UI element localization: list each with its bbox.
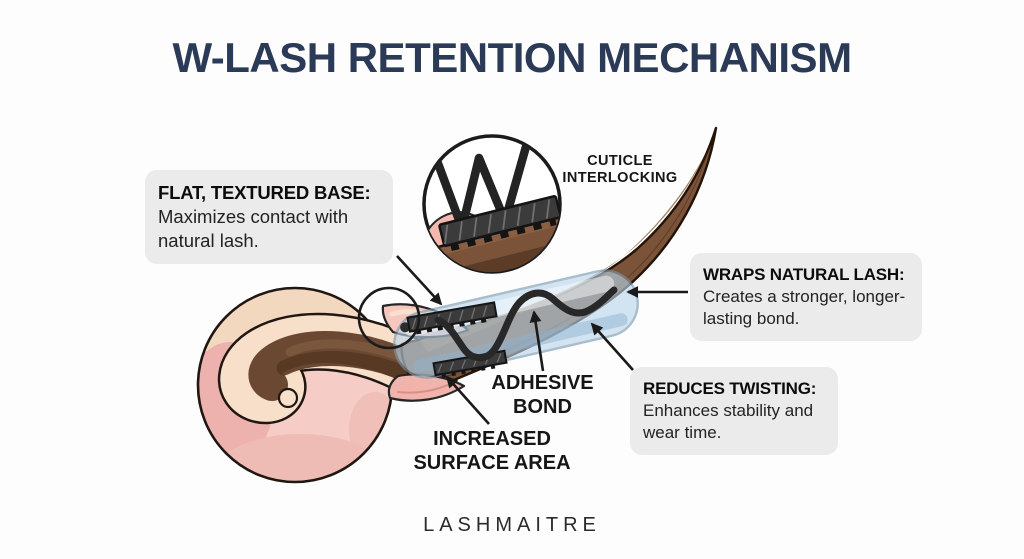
- callout-flat-textured-base: FLAT, TEXTURED BASE: Maximizes contact w…: [145, 170, 393, 265]
- callout-flat-body: Maximizes contact with natural lash.: [158, 206, 349, 252]
- callout-wraps-body: Creates a stronger, longer-lasting bond.: [703, 287, 906, 329]
- label-cuticle-line2: INTERLOCKING: [562, 170, 678, 187]
- arrow-adhesive-bond: [529, 310, 545, 372]
- callout-wraps-heading: WRAPS NATURAL LASH:: [703, 265, 905, 284]
- label-increased-surface-area: INCREASED SURFACE AREA: [408, 428, 576, 475]
- label-cuticle-line1: CUTICLE: [587, 153, 653, 169]
- magnified-textured-base: [438, 194, 560, 252]
- follicle-illustration: [196, 286, 449, 484]
- arrow-flat-base: [396, 255, 443, 306]
- label-adhesive-line2: BOND: [513, 395, 572, 418]
- pointer-arrows: [396, 255, 688, 425]
- label-cuticle-interlocking: CUTICLE INTERLOCKING: [556, 153, 684, 187]
- label-adhesive-bond: ADHESIVE BOND: [470, 372, 615, 419]
- callout-wraps-natural-lash: WRAPS NATURAL LASH: Creates a stronger, …: [690, 253, 922, 342]
- zoom-source-circle: [357, 286, 421, 350]
- magnified-w-shape: [428, 136, 534, 233]
- page-title: W-LASH RETENTION MECHANISM: [172, 34, 852, 81]
- label-surface-line1: INCREASED: [433, 428, 551, 450]
- label-adhesive-line1: ADHESIVE: [491, 372, 594, 394]
- label-surface-line2: SURFACE AREA: [413, 451, 571, 474]
- brand-logo: LASHMAITRE: [423, 514, 601, 536]
- arrow-reduces-twisting: [590, 322, 634, 371]
- callout-flat-heading: FLAT, TEXTURED BASE:: [158, 182, 371, 203]
- w-lash-fiber: [434, 286, 618, 362]
- callout-reduces-body: Enhances stability and wear time.: [643, 401, 814, 443]
- callout-reduces-heading: REDUCES TWISTING:: [643, 379, 817, 398]
- callout-reduces-twisting: REDUCES TWISTING: Enhances stability and…: [630, 367, 838, 456]
- arrow-increased-surface: [445, 375, 490, 425]
